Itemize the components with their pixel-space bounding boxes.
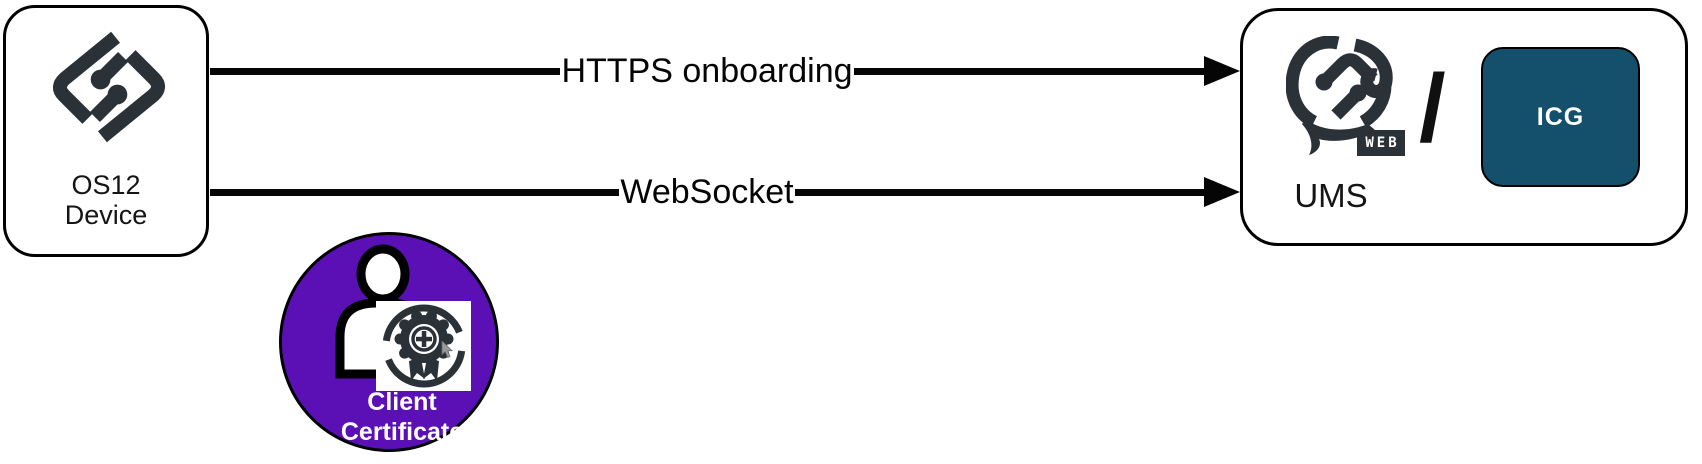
cert-label-line2: Certificate: [340, 418, 464, 446]
arrow-label-websocket: WebSocket: [620, 172, 794, 211]
mouse-cursor-icon: [441, 341, 453, 359]
arrow-line: [853, 67, 1205, 75]
arrow-line: [210, 67, 561, 75]
cert-label-line1: Client: [367, 388, 437, 416]
device-box: OS12 Device: [3, 5, 209, 257]
arrowhead-icon: [1204, 56, 1241, 86]
device-label-line1: OS12: [71, 170, 141, 200]
arrow-line: [210, 188, 620, 196]
ums-label: UMS: [1294, 177, 1368, 214]
arrow-websocket: WebSocket: [210, 169, 1240, 215]
certificate-badge-icon: [376, 301, 471, 391]
arrow-label-https: HTTPS onboarding: [561, 51, 853, 90]
web-badge: WEB: [1357, 130, 1405, 156]
icg-label: ICG: [1536, 102, 1585, 131]
arrowhead-icon: [1204, 177, 1240, 207]
client-certificate-label: Client Certificate: [302, 387, 502, 447]
igel-ums-web-logo-icon: [1286, 36, 1393, 155]
arrow-line: [794, 188, 1204, 196]
arrow-https-onboarding: HTTPS onboarding: [210, 48, 1241, 94]
icg-box: ICG: [1481, 47, 1640, 187]
slash-separator: /: [1419, 55, 1446, 162]
device-label: OS12 Device: [6, 170, 206, 230]
ums-box: WEB / ICG UMS: [1240, 8, 1688, 246]
device-label-line2: Device: [64, 200, 148, 230]
client-certificate-circle: Client Certificate: [279, 232, 499, 452]
igel-os-logo-icon: [52, 31, 166, 143]
